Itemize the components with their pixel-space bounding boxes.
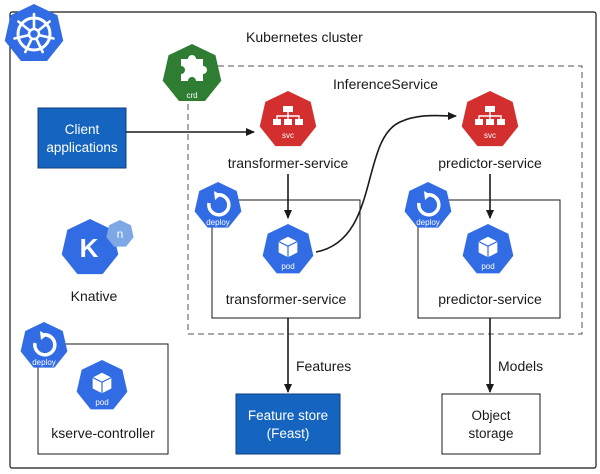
knative-icon: K: [61, 219, 119, 275]
knative-badge-icon: n: [106, 220, 134, 247]
predictor-pod-icon: pod: [462, 224, 514, 274]
object-storage-line1: Object: [471, 408, 510, 423]
controller-pod-label: pod: [95, 398, 108, 407]
knative-letter: K: [80, 233, 99, 263]
client-line1: Client: [65, 122, 100, 137]
predictor-svc-icon: svc: [461, 91, 519, 147]
transformer-deploy-name: transformer-service: [226, 291, 347, 307]
cluster-label: Kubernetes cluster: [246, 29, 363, 45]
predictor-deploy-label: deploy: [416, 218, 440, 227]
kubernetes-logo-icon: [4, 4, 64, 62]
inference-service-boundary: [187, 65, 583, 335]
predictor-svc-label: svc: [484, 131, 496, 140]
transformer-pod-icon: pod: [262, 224, 314, 274]
controller-deploy-icon: deploy: [20, 322, 68, 368]
knative-label: Knative: [71, 288, 118, 304]
transformer-pod-label: pod: [281, 262, 294, 271]
knative-badge-letter: n: [117, 227, 124, 241]
client-applications-box: Client applications: [37, 107, 127, 169]
edge-transformer-pod-to-predictor-svc: [315, 111, 457, 253]
transformer-svc-label: svc: [282, 131, 294, 140]
object-storage-box: Object storage: [441, 393, 541, 455]
client-line2: applications: [46, 140, 118, 155]
controller-label: kserve-controller: [51, 425, 155, 441]
feature-store-line1: Feature store: [248, 408, 328, 423]
predictor-deploy-icon: deploy: [404, 182, 452, 228]
predictor-pod-label: pod: [481, 262, 494, 271]
transformer-deploy-label: deploy: [206, 218, 230, 227]
crd-icon: crd: [162, 44, 222, 102]
inference-service-label: InferenceService: [333, 76, 438, 92]
edge-label-models: Models: [498, 358, 543, 374]
edge-label-features: Features: [296, 358, 351, 374]
kserve-controller-box: [37, 343, 169, 455]
kubernetes-cluster-boundary: [9, 11, 597, 469]
transformer-deploy-icon: deploy: [194, 182, 242, 228]
object-storage-line2: storage: [468, 426, 513, 441]
transformer-svc-name: transformer-service: [228, 155, 349, 171]
feature-store-line2: (Feast): [267, 426, 310, 441]
feature-store-box: Feature store (Feast): [235, 393, 341, 455]
predictor-svc-name: predictor-service: [438, 155, 542, 171]
controller-pod-icon: pod: [76, 360, 128, 410]
predictor-deploy-name: predictor-service: [438, 291, 542, 307]
controller-deploy-label: deploy: [32, 358, 56, 367]
crd-icon-label: crd: [186, 91, 197, 100]
transformer-svc-icon: svc: [259, 91, 317, 147]
